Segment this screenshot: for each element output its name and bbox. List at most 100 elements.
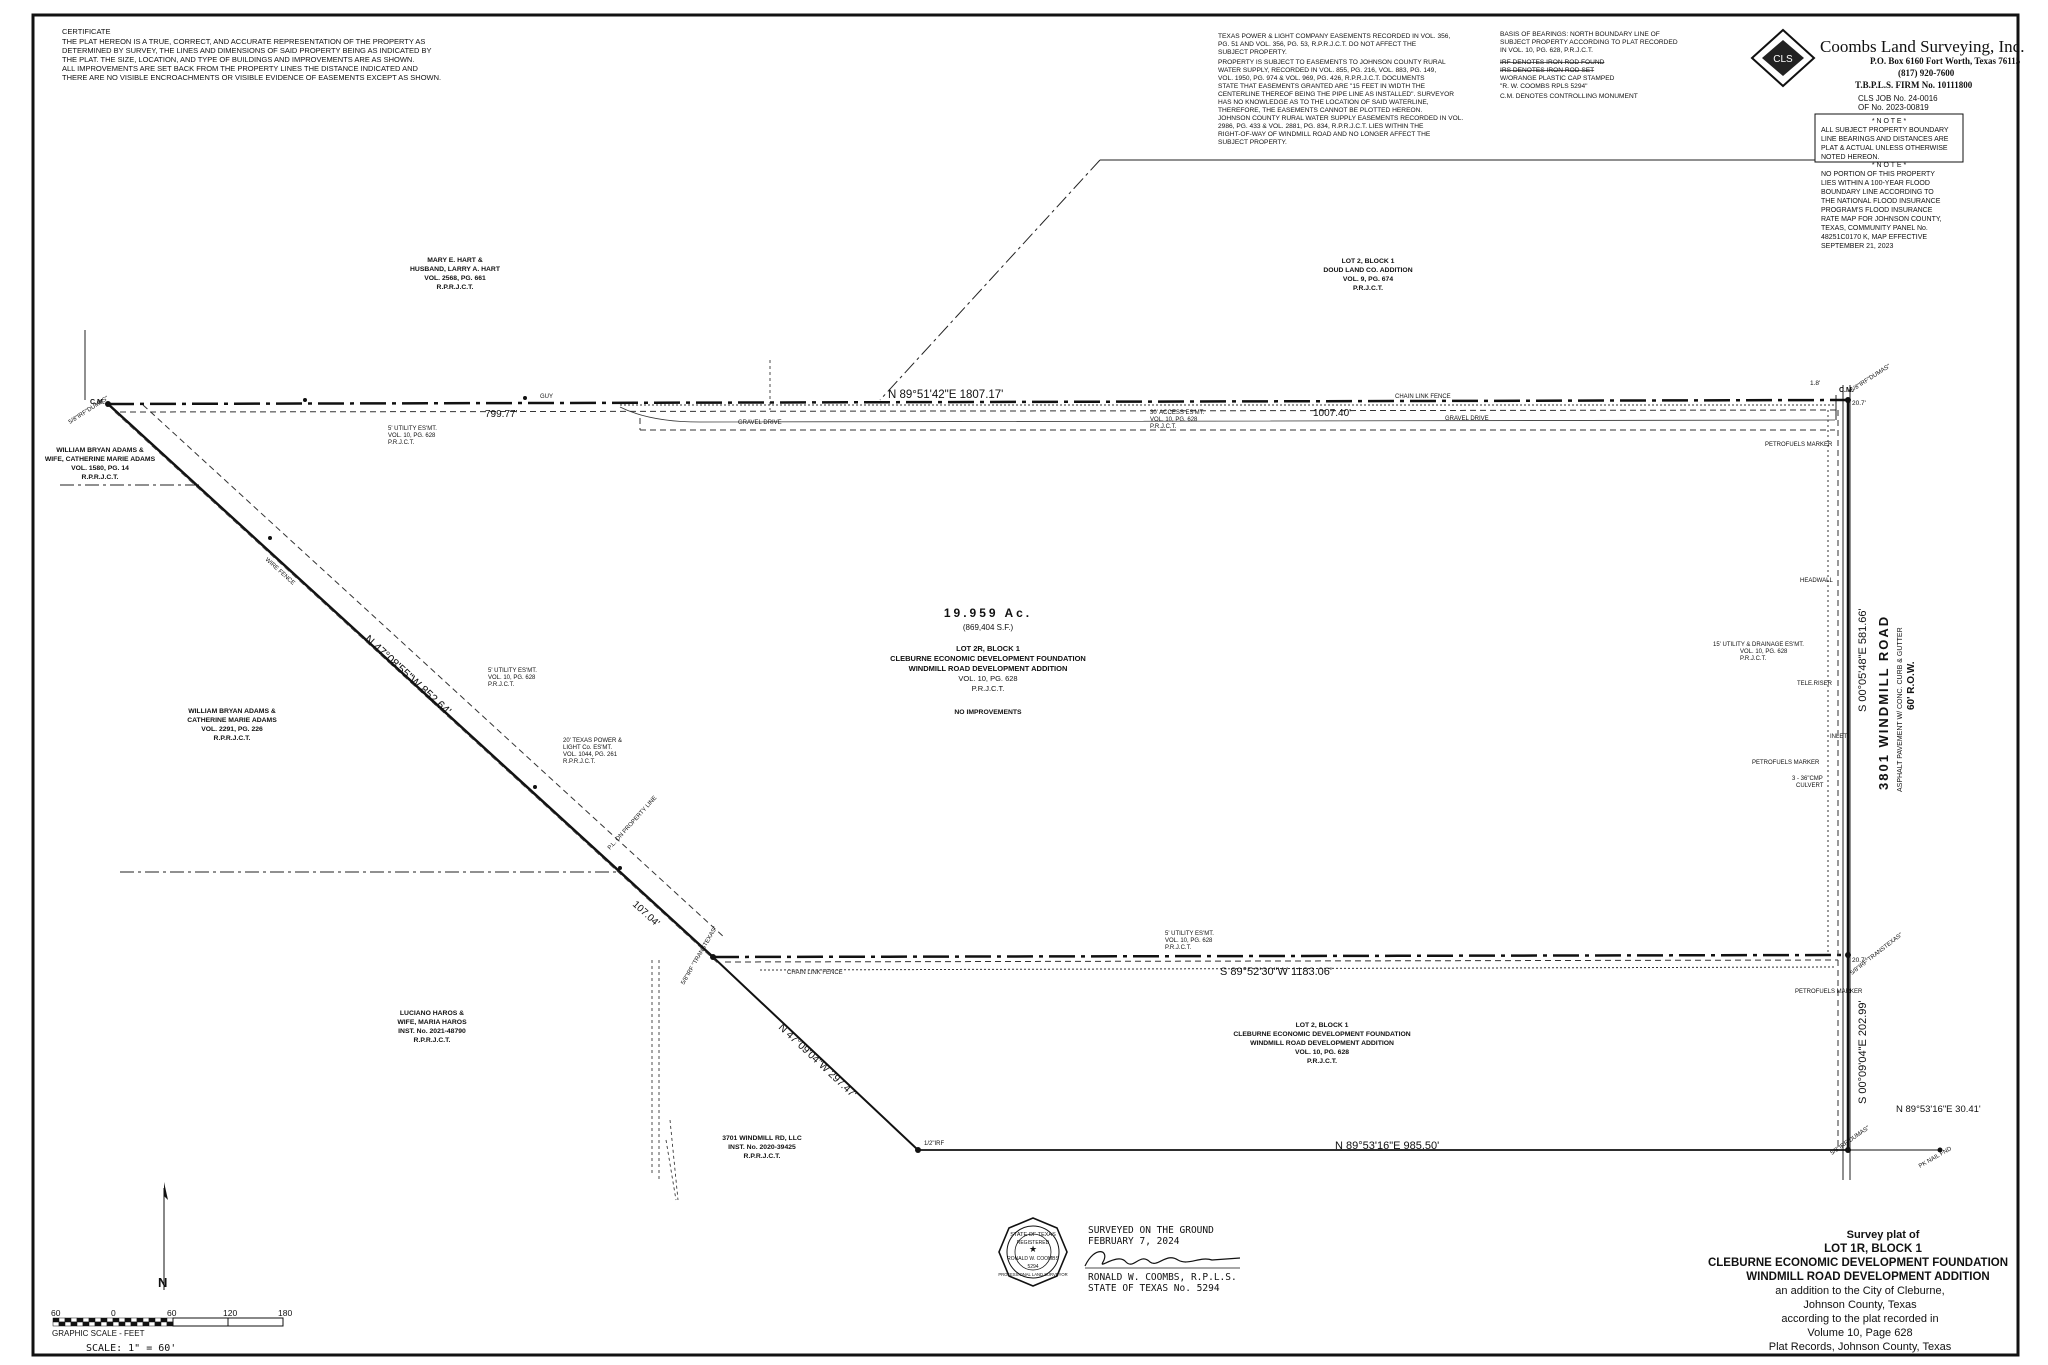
scale-cell <box>76 1317 84 1323</box>
survey-date: FEBRUARY 7, 2024 <box>1088 1236 1180 1247</box>
sheet-border <box>31 13 2020 1357</box>
label-dist-1-8: 1.8' <box>1810 380 1820 387</box>
scale-cell <box>82 1317 90 1323</box>
title-line: Survey plat of <box>1847 1229 1920 1241</box>
note-line: RIGHT-OF-WAY OF WINDMILL ROAD AND NO LON… <box>1218 131 1431 138</box>
label-utility-north: 5' UTILITY ES'MT. <box>388 426 437 432</box>
west-boundary-diagonal <box>107 403 714 958</box>
surveyed-on-ground: SURVEYED ON THE GROUND <box>1088 1225 1214 1236</box>
seal-ring-mid: REGISTERED <box>1017 1240 1050 1246</box>
bearing-bottom: N 89°53'16"E 985.50' <box>1335 1140 1439 1152</box>
note-line: BASIS OF BEARINGS: NORTH BOUNDARY LINE O… <box>1500 31 1660 38</box>
scale-cell <box>52 1321 60 1327</box>
note-line: IN VOL. 10, PG. 628, P.R.J.C.T. <box>1500 47 1593 54</box>
scale-cell <box>142 1317 150 1323</box>
label-utility-south: VOL. 10, PG. 628 <box>1165 938 1213 944</box>
bearing-diagonal-lower: N 47°09'04"W 297.47' <box>776 1021 859 1100</box>
label-tpl-easement: LIGHT Co. ES'MT. <box>563 745 612 751</box>
parcel-doud: P.R.J.C.T. <box>1353 285 1383 292</box>
parcel-windmill-llc: R.P.R.J.C.T. <box>744 1153 781 1160</box>
parcel-lot2: CLEBURNE ECONOMIC DEVELOPMENT FOUNDATION <box>1233 1031 1410 1038</box>
label-drainage-easement: 15' UTILITY & DRAINAGE ES'MT. <box>1713 642 1804 648</box>
scale-cell <box>82 1321 90 1327</box>
adjoiner-lines <box>60 159 1851 1180</box>
bearing-labels: N 89°51'42"E 1807.17' 799.77' 1007.40' N… <box>362 389 1981 1152</box>
parcel-adams-south: R.P.R.J.C.T. <box>214 735 251 742</box>
flood-note-line: TEXAS, COMMUNITY PANEL No. <box>1821 225 1928 232</box>
note-line: 2986, PG. 433 & VOL. 2881, PG. 834, R.P.… <box>1218 123 1424 130</box>
note-line: PROPERTY IS SUBJECT TO EASEMENTS TO JOHN… <box>1218 59 1446 66</box>
note-line: SUBJECT PROPERTY. <box>1218 49 1287 56</box>
utility-offset-diagonal <box>114 411 721 966</box>
logo-diamond-icon <box>1750 28 1816 88</box>
pole-icon <box>618 866 622 870</box>
distance-diagonal-short: 107.04' <box>630 899 661 929</box>
distance-north-seg2: 1007.40' <box>1313 408 1351 419</box>
scale-cell <box>160 1321 168 1327</box>
seal-ring-top: STATE OF TEXAS <box>1010 1232 1056 1238</box>
pole-icon <box>268 536 272 540</box>
label-drainage-easement: P.R.J.C.T. <box>1740 656 1767 662</box>
monument-iron-rod <box>915 1147 921 1153</box>
subject-line: VOL. 10, PG. 628 <box>958 674 1017 683</box>
monument-transtexas-east <box>1845 952 1851 958</box>
scale-cell <box>136 1317 144 1323</box>
seal-number: 5294 <box>1027 1264 1038 1270</box>
certificate-line: THE PLAT. THE SIZE, LOCATION, AND TYPE O… <box>62 55 414 64</box>
parcel-hart: VOL. 2568, PG. 661 <box>424 275 486 282</box>
label-petrofuels-3: PETROFUELS MARKER <box>1795 989 1863 995</box>
label-petrofuels-1: PETROFUELS MARKER <box>1765 442 1833 448</box>
note-line: HAS NO KNOWLEDGE AS TO THE LOCATION OF S… <box>1218 99 1429 106</box>
scale-cell <box>160 1317 168 1323</box>
north-boundary <box>107 398 1849 406</box>
distance-north-seg1: 799.77' <box>485 409 518 420</box>
parcel-adams-north: VOL. 1580, PG. 14 <box>71 465 129 472</box>
subject-line: CLEBURNE ECONOMIC DEVELOPMENT FOUNDATION <box>890 654 1086 663</box>
parcel-hart: R.P.R.J.C.T. <box>437 284 474 291</box>
bearing-bottom-right: N 89°53'16"E 30.41' <box>1896 1104 1981 1115</box>
property-boundary <box>107 398 1940 1151</box>
scale-cell <box>166 1317 174 1323</box>
label-chain-link-north: CHAIN LINK FENCE <box>1395 394 1451 400</box>
certificate-line: DETERMINED BY SURVEY, THE LINES AND DIME… <box>62 46 432 55</box>
note-line: CENTERLINE THEREOF BEING THE PIPE LINE A… <box>1218 91 1454 98</box>
utility-offset-north <box>119 409 1839 413</box>
adjoiner-diagonal-line <box>879 159 1101 401</box>
note-line: IRS DENOTES IRON ROD SET <box>1500 67 1594 74</box>
company-phone: (817) 920-7600 <box>1898 68 1955 78</box>
scale-graphic-label: GRAPHIC SCALE - FEET <box>52 1329 145 1338</box>
parcel-hart: HUSBAND, LARRY A. HART <box>410 266 501 273</box>
parcel-haros: WIFE, MARIA HAROS <box>397 1019 467 1026</box>
company-address: P.O. Box 6160 Fort Worth, Texas 76115 <box>1870 56 2021 66</box>
scale-cell <box>58 1321 66 1327</box>
of-number: OF No. 2023-00819 <box>1858 103 1929 112</box>
parcel-adams-north: R.P.R.J.C.T. <box>82 474 119 481</box>
label-access-easement: 30' ACCESS ES'MT. <box>1150 410 1205 416</box>
road-labels: 3801 WINDMILL ROAD ASPHALT PAVEMENT W/ C… <box>1876 615 1917 792</box>
flood-note-line: NO PORTION OF THIS PROPERTY <box>1821 171 1935 178</box>
title-line: Plat Records, Johnson County, Texas <box>1769 1341 1952 1353</box>
scale-cell <box>88 1321 96 1327</box>
flood-note-heading: * N O T E * <box>1872 162 1907 169</box>
scale-ratio: SCALE: 1" = 60' <box>86 1343 176 1354</box>
road-row: 60' R.O.W. <box>1906 661 1917 710</box>
scale-cell <box>106 1317 114 1323</box>
label-cm-ne: C.M. <box>1839 387 1854 394</box>
bearing-south-mid: S 89°52'30"W 1183.06' <box>1220 966 1332 978</box>
flood-note-line: THE NATIONAL FLOOD INSURANCE <box>1821 198 1941 205</box>
monuments <box>105 396 1943 1153</box>
scale-cell <box>154 1317 162 1323</box>
scale-cell <box>106 1321 114 1327</box>
parcel-labels: MARY E. HART & HUSBAND, LARRY A. HART VO… <box>45 257 1413 1160</box>
signature-block: SURVEYED ON THE GROUND FEBRUARY 7, 2024 … <box>1084 1225 1241 1294</box>
scale-cell <box>166 1321 174 1327</box>
label-petrofuels-2: PETROFUELS MARKER <box>1752 760 1820 766</box>
title-line: Volume 10, Page 628 <box>1807 1327 1912 1339</box>
label-utility-south: P.R.J.C.T. <box>1165 945 1192 951</box>
label-irf-ne: 5/8"IRF"DUMAS" <box>1850 364 1892 394</box>
note-box-line: PLAT & ACTUAL UNLESS OTHERWISE <box>1821 145 1948 152</box>
parcel-doud: LOT 2, BLOCK 1 <box>1342 258 1395 265</box>
label-utility-diagonal: VOL. 10, PG. 628 <box>488 675 536 681</box>
note-line: C.M. DENOTES CONTROLLING MONUMENT <box>1500 93 1638 100</box>
label-dist-mid: 20.7' <box>1852 957 1866 964</box>
